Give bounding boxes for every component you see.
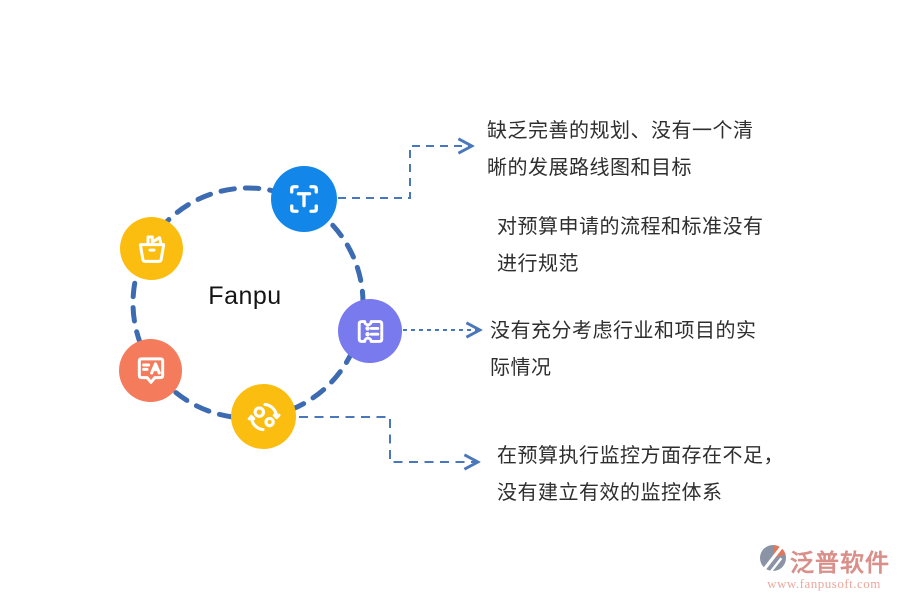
watermark: 泛普软件 www.fanpusoft.com	[758, 542, 890, 592]
annotation-monitoring: 在预算执行监控方面存在不足， 没有建立有效的监控体系	[497, 438, 784, 512]
annotation-budget-process: 对预算申请的流程和标准没有 进行规范	[497, 209, 764, 283]
fanpu-logo-icon	[758, 542, 788, 578]
annotation-line: 没有建立有效的监控体系	[497, 482, 723, 504]
annotation-line: 在预算执行监控方面存在不足，	[497, 445, 784, 467]
brand-name: 泛普软件	[790, 551, 890, 577]
node-sync	[231, 384, 296, 449]
annotation-line: 缺乏完善的规划、没有一个清	[487, 120, 754, 142]
brand-url: www.fanpusoft.com	[767, 576, 881, 591]
translate-chat-icon	[131, 351, 171, 391]
node-text-scan	[271, 166, 337, 232]
connector-top	[338, 146, 471, 199]
annotation-line: 晰的发展路线图和目标	[487, 157, 692, 179]
text-scan-icon	[283, 178, 325, 220]
node-basket	[120, 217, 183, 280]
sync-icon	[243, 396, 285, 438]
annotation-industry-reality: 没有充分考虑行业和项目的实 际情况	[490, 313, 757, 387]
ticket-icon	[350, 311, 391, 352]
center-label: Fanpu	[208, 282, 282, 310]
connector-bottom	[299, 416, 477, 462]
annotation-line: 没有充分考虑行业和项目的实	[490, 320, 757, 342]
node-translate-chat	[119, 339, 182, 402]
shopping-basket-icon	[132, 229, 172, 269]
annotation-planning: 缺乏完善的规划、没有一个清 晰的发展路线图和目标	[487, 113, 754, 187]
annotation-line: 对预算申请的流程和标准没有	[497, 216, 764, 238]
annotation-line: 际情况	[490, 357, 552, 379]
node-ticket	[338, 299, 402, 363]
annotation-line: 进行规范	[497, 253, 579, 275]
